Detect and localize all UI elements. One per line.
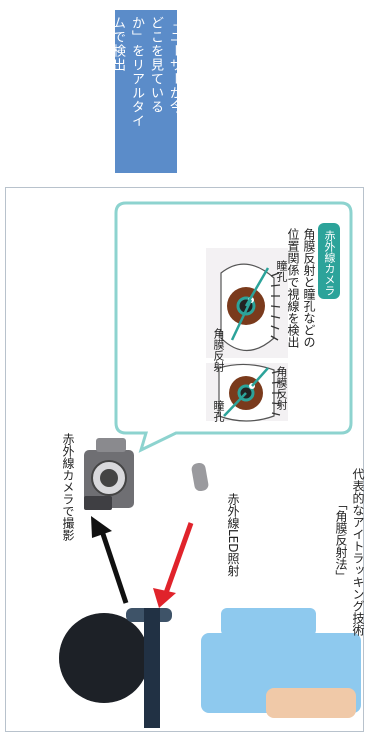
camera-label: 赤外線カメラ xyxy=(323,230,336,296)
callout-line: どこを見ている xyxy=(148,16,163,114)
eye1-label-reflection: 角膜反射 xyxy=(212,328,225,372)
eye1-label-pupil: 瞳孔 xyxy=(275,260,288,282)
person-illustration xyxy=(59,608,361,728)
eye-illustration-1 xyxy=(206,248,288,358)
eye2-label-pupil: 瞳孔 xyxy=(212,400,225,422)
shoot-label: 赤外線カメラで撮影 xyxy=(61,433,75,541)
caption-line: 代表的なアイトラッキング技術 xyxy=(351,468,365,636)
callout-line: か」をリアルタイ xyxy=(129,16,144,128)
description-line: 角膜反射と瞳孔などの xyxy=(302,228,316,348)
callout-line: 「ユーザーが今、 xyxy=(167,16,182,128)
callout-line: ムで検出 xyxy=(110,16,125,72)
eye-illustration-2 xyxy=(206,363,288,422)
eye2-label-reflection: 角膜反射 xyxy=(275,366,288,410)
eye-tracking-illustration xyxy=(59,201,361,728)
caption-line: 「角膜反射法」 xyxy=(334,498,348,582)
callout-box: 「ユーザーが今、 どこを見ている か」をリアルタイ ムで検出 xyxy=(110,10,182,173)
led-icon xyxy=(191,462,209,492)
led-label: 赤外線LED照射 xyxy=(226,493,240,577)
capture-arrow xyxy=(91,516,129,604)
camera-label-pill xyxy=(318,223,340,299)
led-arrow xyxy=(153,522,194,608)
description-line: 位置関係で視線を検出 xyxy=(286,228,300,348)
camera-icon xyxy=(84,438,134,510)
diagram-frame: 赤外線カメラ 角膜反射と瞳孔などの 位置関係で視線を検出 瞳孔 角膜反射 角膜反… xyxy=(5,187,365,732)
